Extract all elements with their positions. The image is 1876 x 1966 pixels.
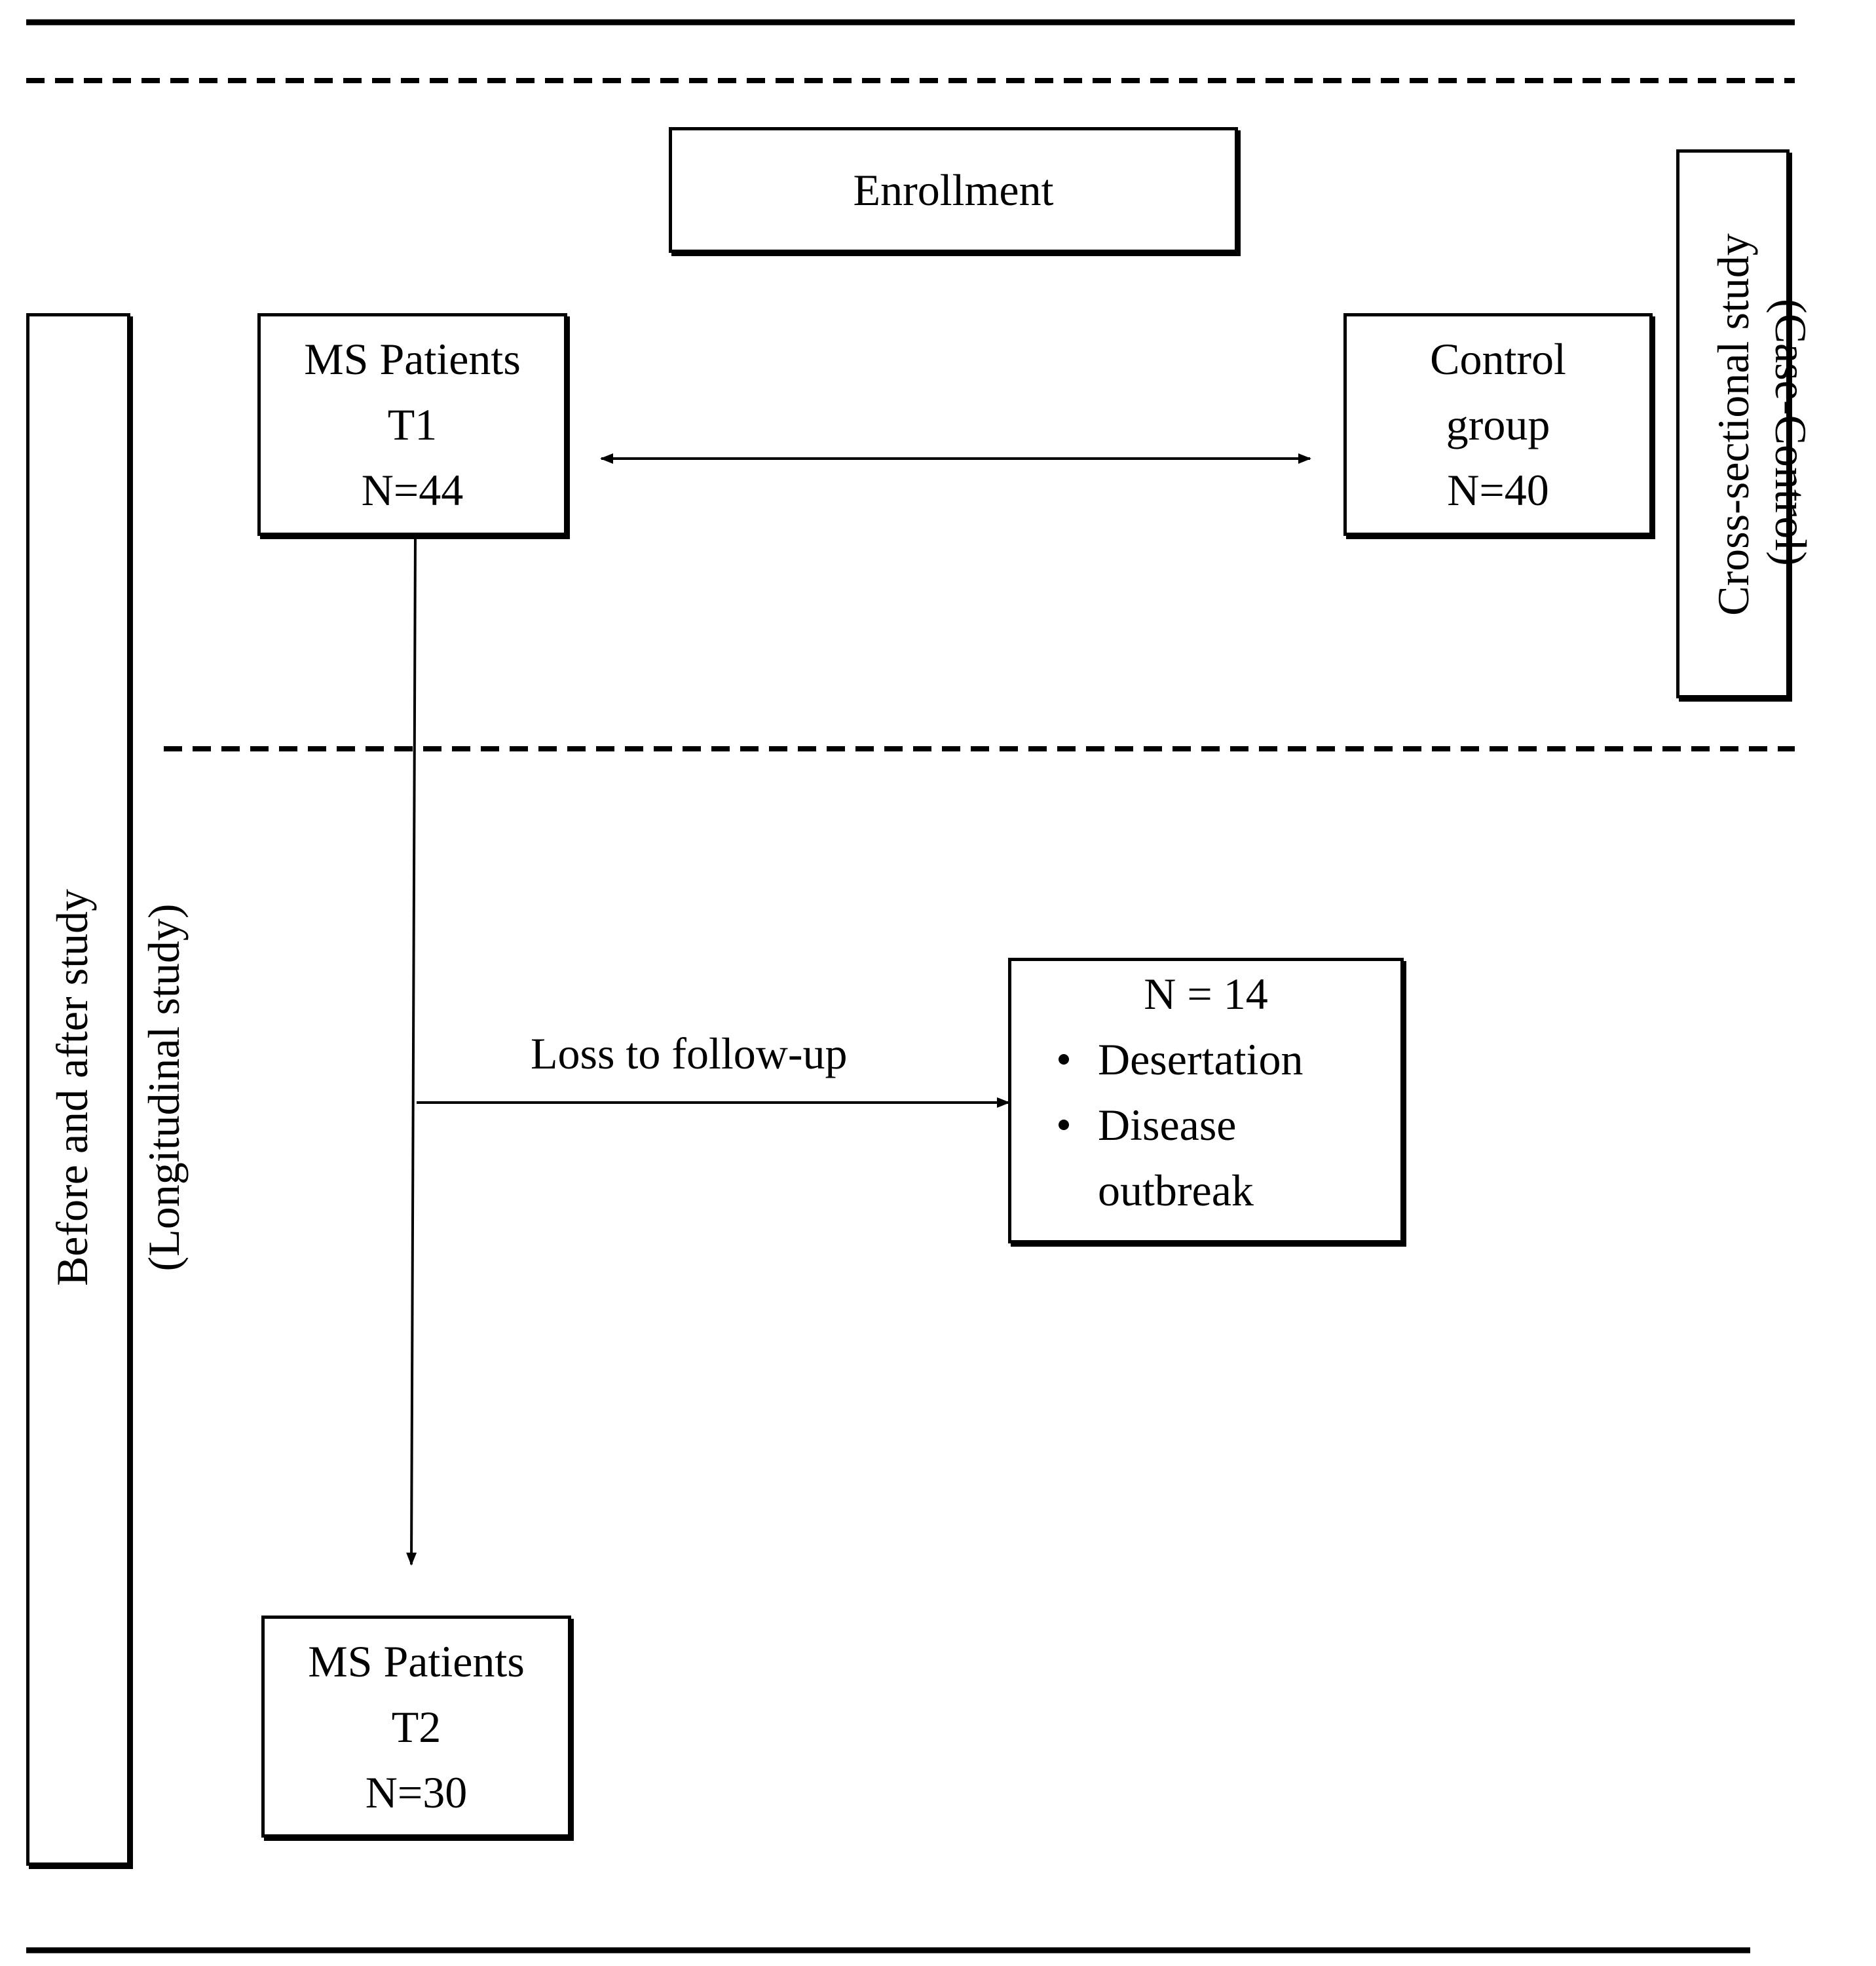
cross-sectional-box: [1676, 149, 1790, 698]
ms-t1-title: MS Patients: [304, 334, 521, 384]
cross-sectional-label: Cross-sectional study: [1708, 233, 1758, 616]
ms-t2-timepoint: T2: [391, 1701, 441, 1752]
control-title: Control: [1430, 334, 1566, 384]
ms-patients-t1-box: MS Patients T1 N=44: [257, 313, 567, 536]
loss-reason-item: Desertation: [1011, 1027, 1400, 1092]
ms-patients-t2-box: MS Patients T2 N=30: [261, 1616, 571, 1838]
case-control-label: (Case-Control): [1766, 299, 1816, 566]
ms-t1-count: N=44: [361, 465, 464, 515]
before-after-label: Before and after study: [47, 888, 97, 1287]
loss-reason-text: Desertation: [1098, 1034, 1304, 1084]
ms-t2-count: N=30: [365, 1767, 468, 1817]
bullet-icon: [1059, 1054, 1069, 1065]
loss-reason-text: Disease outbreak: [1098, 1100, 1254, 1215]
control-subtitle: group: [1446, 400, 1550, 449]
loss-count: N = 14: [1144, 969, 1268, 1019]
loss-reasons-list: Desertation Disease outbreak: [1011, 1027, 1400, 1223]
loss-followup-label: Loss to follow-up: [531, 1029, 848, 1078]
control-group-box: Control group N=40: [1343, 313, 1653, 536]
longitudinal-label: (Longitudinal study): [139, 903, 189, 1272]
loss-reason-item: Disease outbreak: [1011, 1092, 1294, 1223]
followup-arrow: [406, 537, 417, 1566]
enrollment-box: Enrollment: [669, 127, 1238, 253]
enrollment-label: Enrollment: [853, 165, 1054, 215]
loss-box: N = 14 Desertation Disease outbreak: [1008, 958, 1404, 1243]
control-count: N=40: [1447, 465, 1549, 515]
ms-t1-timepoint: T1: [387, 400, 438, 449]
ms-t2-title: MS Patients: [308, 1636, 525, 1686]
longitudinal-box: [26, 313, 130, 1866]
bullet-icon: [1059, 1120, 1069, 1130]
